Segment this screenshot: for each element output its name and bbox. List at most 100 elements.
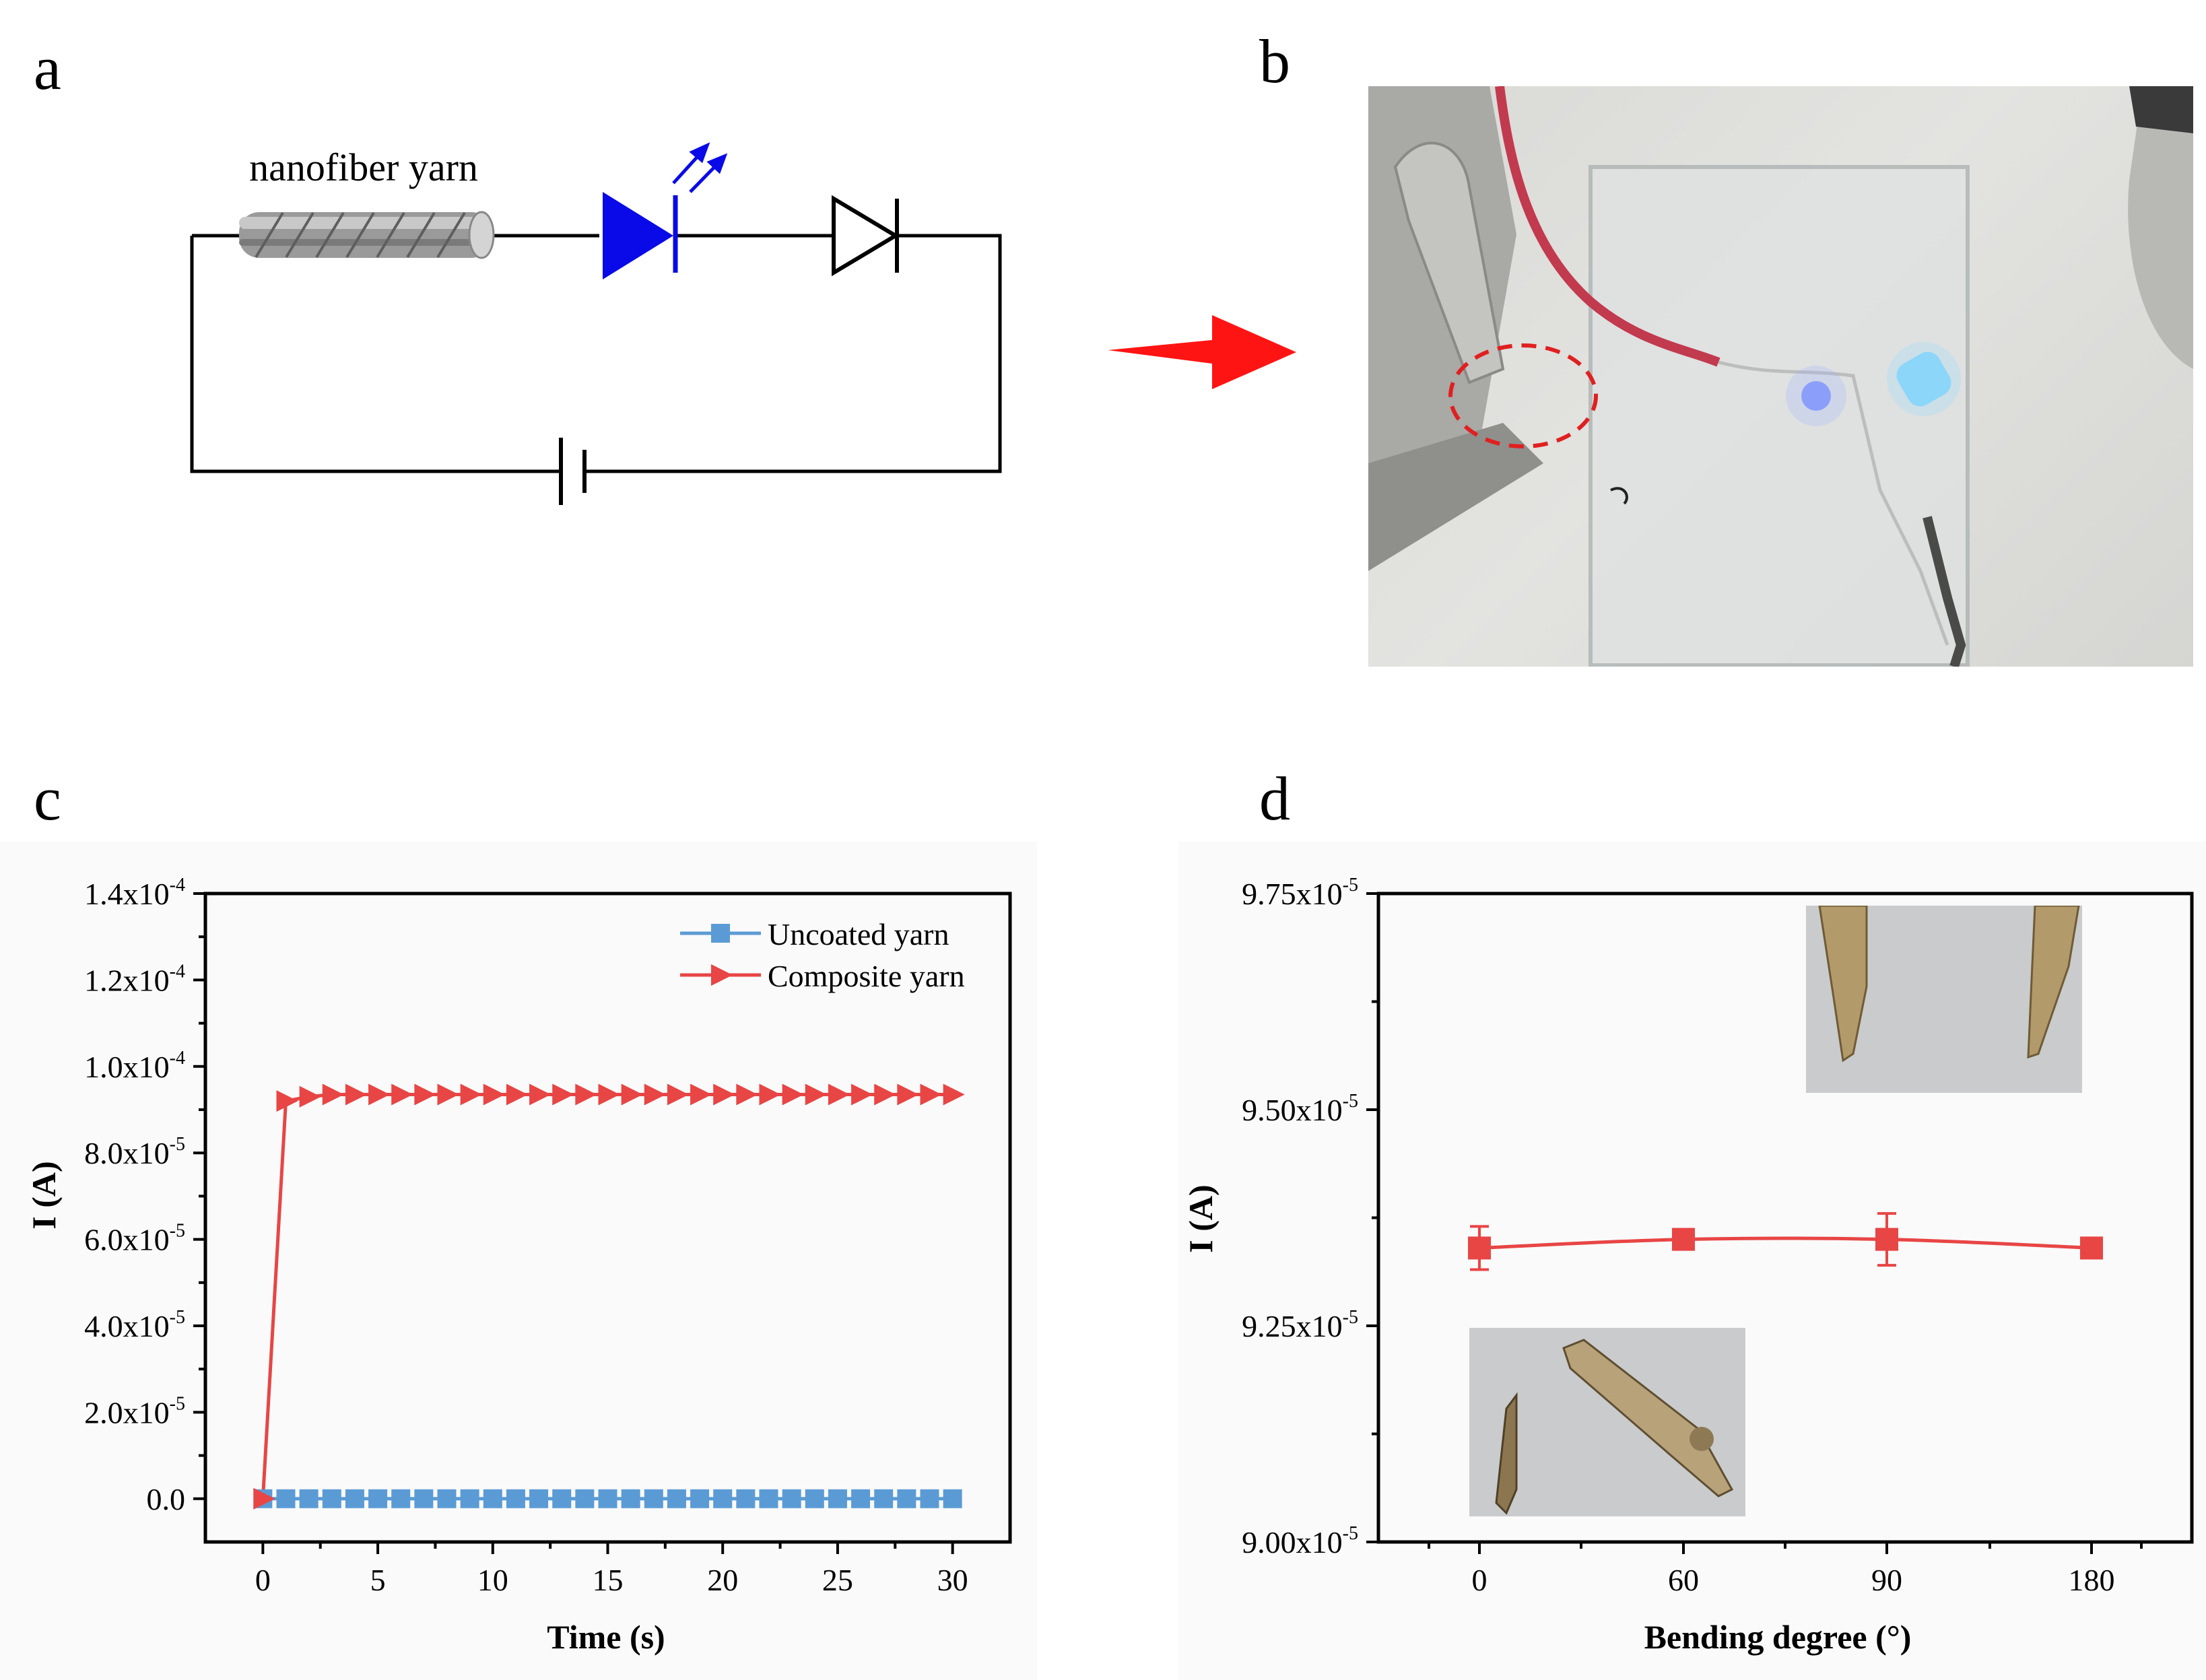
uncoated-yarn-point — [299, 1489, 319, 1508]
chart-d-xtick-label: 180 — [2069, 1563, 2115, 1597]
panel-label-b: b — [1259, 27, 1290, 96]
chart-d-plot-area — [1376, 892, 2194, 1544]
nanofiber-yarn-label: nanofiber yarn — [249, 145, 478, 189]
legend-uncoated-label: Uncoated yarn — [768, 917, 949, 951]
composite-yarn-point — [506, 1083, 528, 1106]
clip-inset-photo-bent — [1469, 1328, 1745, 1516]
chart-d-ytick-label: 9.25x10-5 — [1242, 1307, 1358, 1343]
diode-triangle — [832, 195, 900, 277]
led-triangle — [603, 192, 673, 279]
chart-c-ytick-label: 2.0x10-5 — [84, 1393, 185, 1430]
chart-c-xtick-label: 0 — [255, 1563, 271, 1597]
uncoated-yarn-point — [874, 1489, 894, 1508]
composite-yarn-point — [943, 1083, 965, 1106]
composite-yarn-point — [782, 1083, 804, 1106]
composite-yarn-point — [414, 1083, 436, 1106]
bending-current-line — [1479, 1236, 2092, 1250]
uncoated-yarn-point — [437, 1489, 457, 1508]
led-circuit-photo — [1368, 86, 2193, 667]
chart-c-ytick-label: 0.0 — [147, 1482, 186, 1516]
composite-yarn-point — [299, 1085, 321, 1108]
composite-yarn-point — [805, 1083, 827, 1106]
chart-d-frame — [1376, 892, 2194, 1544]
uncoated-yarn-point — [897, 1489, 916, 1508]
uncoated-yarn-point — [552, 1489, 572, 1508]
chart-c-series — [253, 1083, 965, 1510]
composite-yarn-point — [874, 1083, 896, 1106]
legend-uncoated-marker — [711, 924, 730, 943]
uncoated-yarn-point — [943, 1489, 962, 1508]
uncoated-yarn-point — [736, 1489, 756, 1508]
uncoated-yarn-point — [575, 1489, 595, 1508]
legend-composite-marker — [711, 964, 733, 986]
chart-c-xlabel: Time (s) — [547, 1618, 665, 1656]
uncoated-yarn-point — [276, 1489, 296, 1508]
uncoated-yarn-point — [598, 1489, 617, 1508]
composite-yarn-point — [437, 1083, 459, 1106]
composite-yarn-point — [828, 1083, 850, 1106]
uncoated-yarn-point — [644, 1489, 663, 1508]
composite-yarn-point — [920, 1083, 942, 1106]
composite-yarn-point — [759, 1083, 781, 1106]
composite-yarn-point — [598, 1083, 620, 1106]
composite-yarn-point — [690, 1083, 712, 1106]
uncoated-yarn-point — [368, 1489, 388, 1508]
uncoated-yarn-point — [828, 1489, 847, 1508]
composite-yarn-point — [736, 1083, 758, 1106]
led-light-arrows-icon — [672, 142, 728, 193]
chart-d-xtick-label: 90 — [1871, 1563, 1902, 1597]
photo-contents — [1368, 86, 2193, 667]
uncoated-yarn-point — [920, 1489, 939, 1508]
chart-d-series — [1468, 1212, 2103, 1271]
chart-c-xtick-label: 10 — [477, 1563, 508, 1597]
composite-yarn-point — [667, 1083, 689, 1106]
panel-label-d: d — [1259, 764, 1290, 833]
chart-c-ylabel: I (A) — [25, 1161, 63, 1229]
composite-yarn-point — [460, 1083, 482, 1106]
composite-yarn-point — [621, 1083, 643, 1106]
legend-composite-label: Composite yarn — [768, 959, 965, 993]
uncoated-yarn-point — [391, 1489, 411, 1508]
uncoated-yarn-point — [805, 1489, 824, 1508]
uncoated-yarn-point — [713, 1489, 733, 1508]
uncoated-yarn-point — [345, 1489, 364, 1508]
composite-yarn-point — [253, 1487, 275, 1510]
clip-inset-photo-straight — [1806, 906, 2082, 1093]
red-arrow-icon — [1108, 315, 1296, 389]
uncoated-yarn-point — [759, 1489, 778, 1508]
uncoated-yarn-point — [667, 1489, 686, 1508]
composite-yarn-point — [575, 1083, 597, 1106]
uncoated-yarn-point — [782, 1489, 801, 1508]
chart-c-ytick-label: 1.4x10-4 — [84, 875, 185, 911]
chart-c-xtick-label: 5 — [370, 1563, 386, 1597]
panel-label-c: c — [34, 764, 61, 833]
uncoated-yarn-point — [506, 1489, 525, 1508]
chart-c-ytick-label: 1.0x10-4 — [84, 1048, 185, 1084]
chart-d-xlabel: Bending degree (°) — [1644, 1618, 1912, 1656]
uncoated-yarn-point — [414, 1489, 434, 1508]
bending-current-point — [1672, 1228, 1695, 1251]
composite-yarn-point — [276, 1090, 298, 1112]
composite-yarn-point — [713, 1083, 735, 1106]
nanofiber-yarn-icon — [239, 211, 495, 259]
uncoated-yarn-point — [529, 1489, 549, 1508]
composite-yarn-point — [851, 1083, 873, 1106]
uncoated-yarn-point — [460, 1489, 479, 1508]
uncoated-yarn-point — [322, 1489, 341, 1508]
chart-c-xtick-label: 15 — [593, 1563, 624, 1597]
uncoated-yarn-point — [621, 1489, 640, 1508]
composite-yarn-point — [368, 1083, 391, 1106]
composite-yarn-point — [897, 1083, 919, 1106]
composite-yarn-point — [391, 1083, 413, 1106]
circuit-wire — [190, 234, 1002, 473]
composite-yarn-point — [322, 1083, 344, 1106]
bending-current-point — [1875, 1228, 1898, 1251]
chart-d-ytick-label: 9.50x10-5 — [1242, 1091, 1358, 1127]
bending-current-point — [2080, 1236, 2103, 1260]
chart-d-ylabel: I (A) — [1182, 1184, 1219, 1252]
